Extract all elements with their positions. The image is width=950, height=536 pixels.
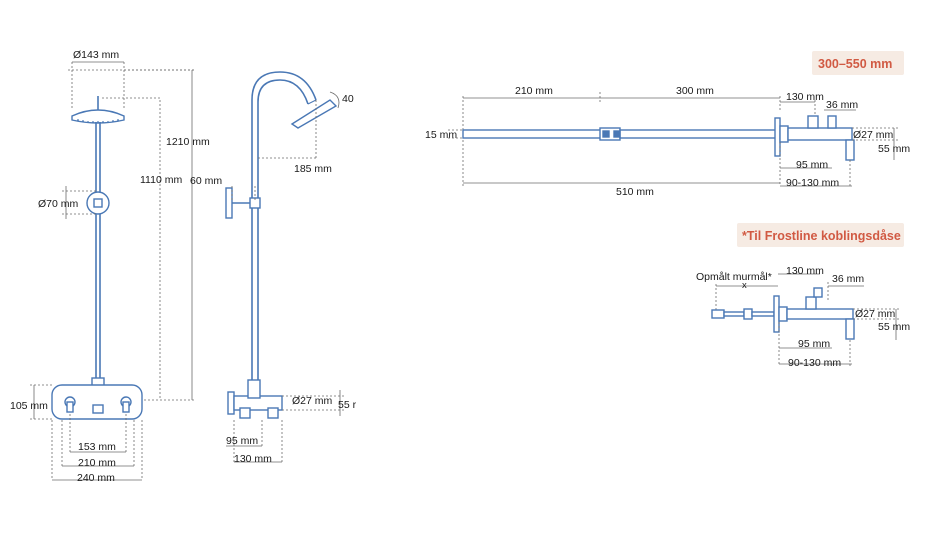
arm-510-label: 510 mm	[616, 186, 654, 198]
side-shower-head	[290, 99, 338, 129]
depth-130-label: 130 mm	[234, 453, 272, 465]
mixer-height-label: 105 mm	[10, 400, 48, 412]
arm-dia27-label: Ø27 mm	[853, 129, 894, 141]
frost-95-label: 95 mm	[798, 338, 830, 350]
side-wall-holder	[225, 187, 261, 219]
bar-height-label: 1110 mm	[140, 174, 182, 186]
frost-55-label: 55 mm	[878, 321, 910, 333]
arm-300-label: 300 mm	[676, 85, 714, 97]
head-angle-label: 40	[342, 93, 354, 105]
total-height-label: 1210 mm	[166, 136, 210, 148]
front-mixer	[51, 377, 143, 420]
head-diameter-label: Ø143 mm	[73, 49, 119, 61]
arm-36-label: 36 mm	[826, 99, 858, 111]
frost-36-label: 36 mm	[832, 273, 864, 285]
front-wall-holder	[86, 191, 110, 215]
frostline-badge-text: *Til Frostline koblingsdåse	[742, 229, 901, 243]
front-shower-head	[71, 96, 125, 124]
side-mixer	[227, 379, 283, 419]
frost-dia27-label: Ø27 mm	[855, 308, 896, 320]
width-240-label: 240 mm	[77, 472, 115, 484]
opmalt-label: Opmålt murmål*	[696, 271, 772, 283]
side-view: 185 mm 40 60 mm Ø27 mm 55 r 95 mm	[190, 71, 357, 465]
arm-view: 210 mm 300 mm 130 mm 36 mm 15 mm Ø27 mm …	[425, 85, 910, 198]
arm-55-label: 55 mm	[878, 143, 910, 155]
depth-95-label: 95 mm	[226, 435, 258, 447]
frostline-fitting	[711, 287, 855, 340]
arm-130-label: 130 mm	[786, 91, 824, 103]
arm-15-label: 15 mm	[425, 129, 457, 141]
arm-95-label: 95 mm	[796, 159, 828, 171]
width-153-label: 153 mm	[78, 441, 116, 453]
front-view: Ø143 mm Ø70 mm 1210 mm 1110 mm	[10, 49, 210, 484]
holder-diameter-label: Ø70 mm	[38, 198, 79, 210]
frost-130-label: 130 mm	[786, 265, 824, 277]
pipe-height-label: 55 r	[338, 399, 357, 411]
holder-depth-label: 60 mm	[190, 175, 222, 187]
pipe-diameter-label: Ø27 mm	[292, 395, 333, 407]
arm-fitting	[774, 115, 855, 161]
arm-210-label: 210 mm	[515, 85, 553, 97]
width-210-label: 210 mm	[78, 457, 116, 469]
frostline-view: Opmålt murmål* x 130 mm 36 mm Ø27 mm 55 …	[696, 265, 910, 369]
frostline-badge: *Til Frostline koblingsdåse	[737, 223, 904, 247]
range-badge: 300–550 mm	[812, 51, 904, 75]
x-label: x	[742, 280, 747, 291]
frost-90-130-label: 90-130 mm	[788, 357, 841, 369]
head-reach-label: 185 mm	[294, 163, 332, 175]
arm-90-130-label: 90-130 mm	[786, 177, 839, 189]
range-badge-text: 300–550 mm	[818, 57, 892, 71]
